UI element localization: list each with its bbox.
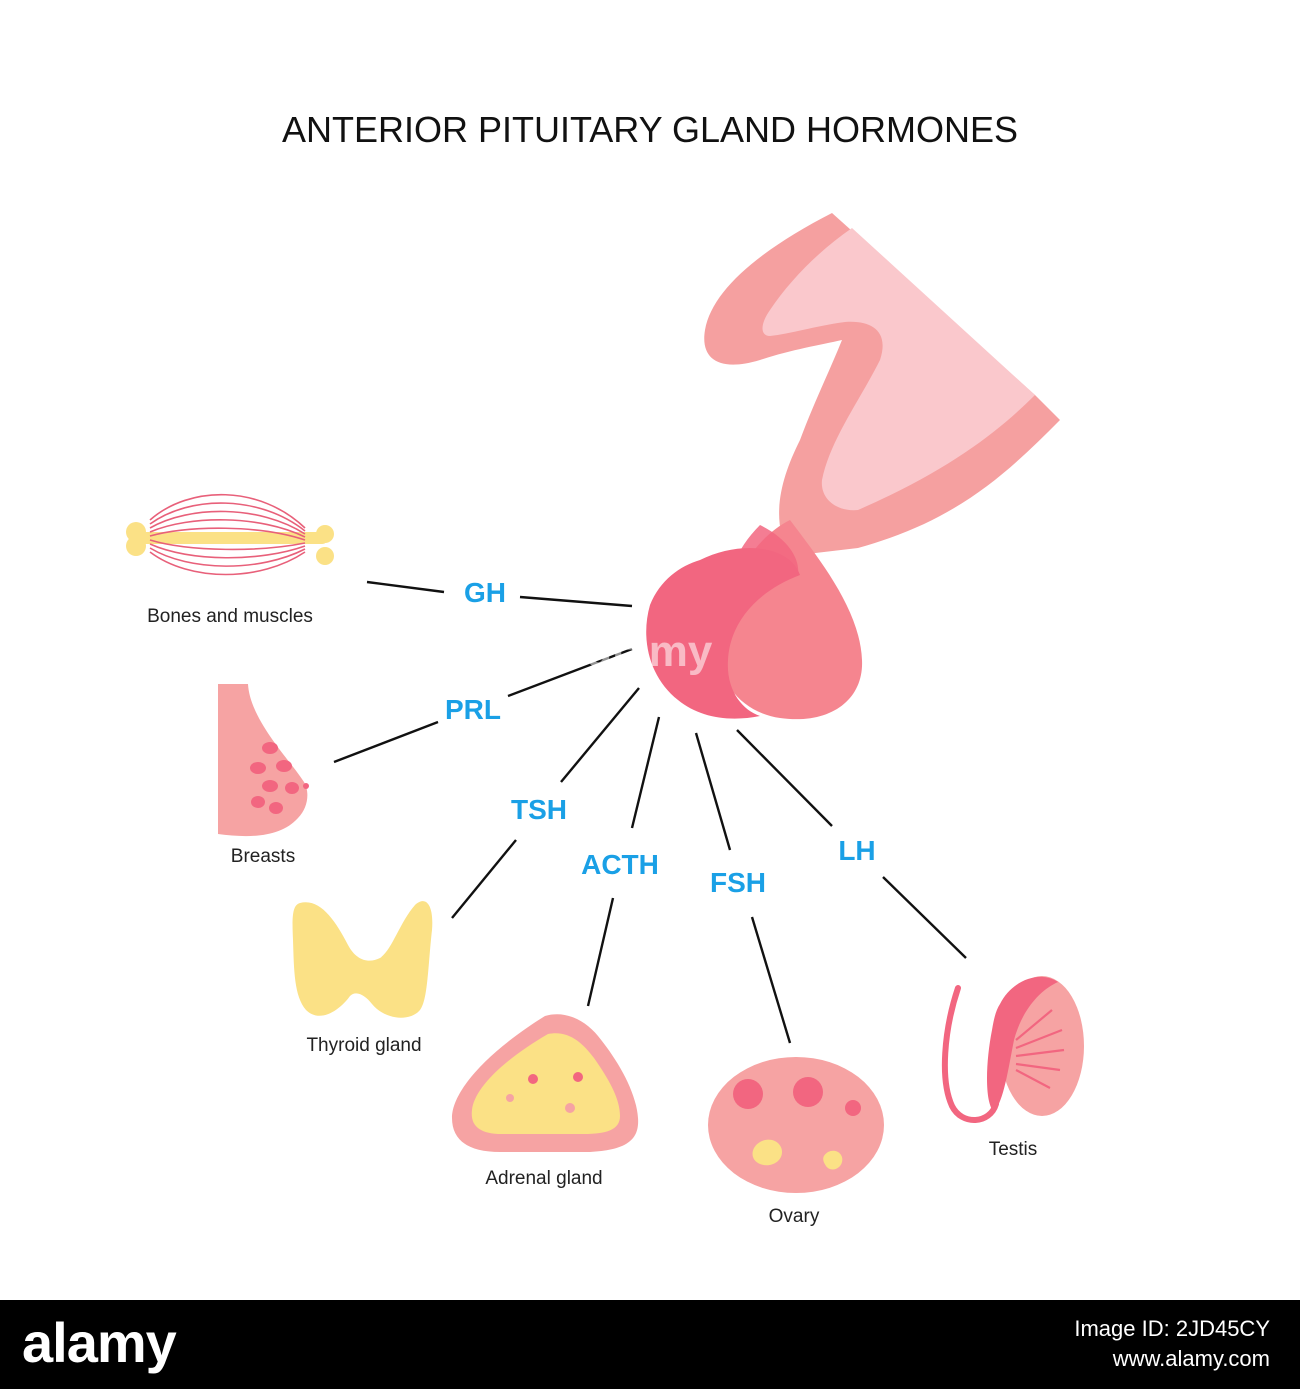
bones-and-muscles-illustration: [126, 493, 334, 576]
hormone-label-fsh: FSH: [710, 867, 766, 898]
organ-label-bones-and-muscles: Bones and muscles: [147, 606, 313, 627]
hormone-label-tsh: TSH: [511, 794, 567, 825]
page-title: ANTERIOR PITUITARY GLAND HORMONES: [282, 109, 1018, 150]
adrenal-gland-illustration: [452, 1014, 639, 1152]
thyroid-illustration: [292, 901, 433, 1018]
organ-label-ovary: Ovary: [769, 1206, 820, 1227]
footer-meta: Image ID: 2JD45CY www.alamy.com: [1074, 1314, 1270, 1374]
pituitary-gland: [646, 520, 863, 720]
footer-brand: alamy: [22, 1311, 177, 1374]
footer-image-id: Image ID: 2JD45CY: [1074, 1316, 1270, 1341]
pituitary-diagram: ANTERIOR PITUITARY GLAND HORMONES GH PRL…: [126, 109, 1084, 1227]
organ-label-testis: Testis: [989, 1139, 1038, 1160]
breast-illustration: [218, 684, 309, 837]
ovary-illustration: [708, 1057, 884, 1193]
hormone-label-prl: PRL: [445, 694, 501, 725]
pituitary-stalk: [704, 213, 1060, 556]
organ-label-adrenal-gland: Adrenal gland: [485, 1168, 602, 1189]
hormone-label-gh: GH: [464, 577, 506, 608]
footer-bar: alamy Image ID: 2JD45CY www.alamy.com: [0, 1300, 1300, 1389]
organ-label-breasts: Breasts: [231, 846, 295, 867]
connector-lines: [333, 580, 967, 1044]
hormone-label-lh: LH: [838, 835, 875, 866]
footer-url: www.alamy.com: [1112, 1346, 1270, 1371]
organ-label-thyroid-gland: Thyroid gland: [306, 1035, 421, 1056]
watermark-text: alamy: [588, 627, 713, 676]
hormone-label-acth: ACTH: [581, 849, 659, 880]
testis-illustration: [941, 976, 1084, 1123]
